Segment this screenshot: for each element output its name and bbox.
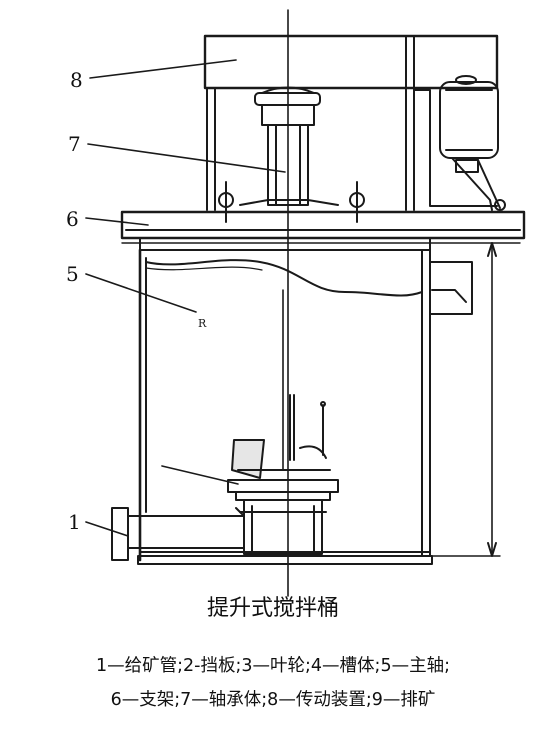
frame-bolts — [218, 181, 506, 223]
interior-label: R — [198, 317, 207, 330]
feed-pipe — [111, 507, 245, 561]
mixing-tank-drawing: R — [85, 9, 526, 597]
impeller — [227, 439, 339, 501]
baffle — [289, 394, 326, 461]
callout-5: 5 — [66, 262, 79, 286]
callout-8: 8 — [70, 68, 83, 92]
legend-line-2: 6—支架;7—轴承体;8—传动装置;9—排矿 — [110, 690, 436, 710]
motor — [439, 75, 501, 211]
callout-6: 6 — [66, 207, 79, 231]
callout-7: 7 — [68, 132, 81, 156]
lift-pipe — [239, 499, 327, 555]
leader-lines — [85, 59, 286, 537]
support-plate — [120, 210, 526, 251]
discharge-box — [429, 261, 473, 315]
figure-caption: 提升式搅拌桶 — [206, 596, 339, 621]
bearing-housing — [239, 86, 339, 206]
transmission-frame — [203, 34, 499, 211]
legend-line-1: 1—给矿管;2-挡板;3—叶轮;4—槽体;5—主轴; — [96, 656, 450, 676]
tank-body — [137, 248, 433, 565]
callout-1: 1 — [68, 510, 81, 534]
height-dimension — [431, 242, 501, 557]
